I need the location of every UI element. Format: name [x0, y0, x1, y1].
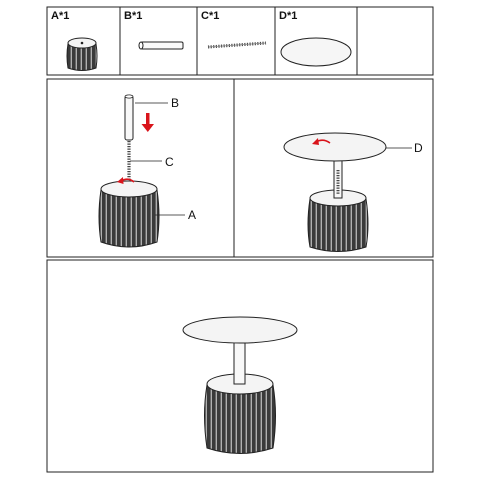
screw-part-icon: [207, 41, 267, 49]
red-rotate-arrow-icon: [312, 138, 331, 145]
part-cell-screw: C*1: [201, 10, 267, 49]
red-down-arrow-icon: [141, 113, 154, 132]
tabletop-illustration: [283, 132, 387, 162]
base-illustration: [307, 189, 369, 252]
step-2-frame: [233, 78, 434, 258]
step-3-frame: [46, 259, 434, 473]
part-label-base: A*1: [51, 10, 69, 22]
assembled-table-illustration: [182, 316, 298, 454]
part-cell-rod: B*1: [124, 10, 184, 50]
callout-label-tabletop: D: [414, 141, 423, 155]
part-label-tabletop: D*1: [279, 10, 297, 22]
callout-label-base: A: [188, 208, 196, 222]
step-2-panel: D: [233, 78, 434, 258]
parts-strip: A*1 B*1 C*1 D*1: [46, 6, 434, 76]
rod-part-icon: [138, 41, 184, 50]
callout-label-rod: B: [171, 96, 179, 110]
part-label-rod: B*1: [124, 10, 142, 22]
tabletop-part-icon: [280, 37, 352, 67]
parts-strip-frame: [46, 6, 434, 76]
base-illustration: [98, 180, 160, 248]
part-cell-tabletop: D*1: [279, 10, 352, 67]
part-cell-base: A*1: [51, 10, 98, 71]
base-part-icon: [66, 37, 98, 71]
step-1-panel: B C A: [46, 78, 235, 258]
step-3-panel: [46, 259, 434, 473]
part-label-screw: C*1: [201, 10, 219, 22]
callout-label-screw: C: [165, 155, 174, 169]
rod-illustration: [124, 94, 134, 141]
red-rotate-arrow-icon: [117, 177, 135, 184]
